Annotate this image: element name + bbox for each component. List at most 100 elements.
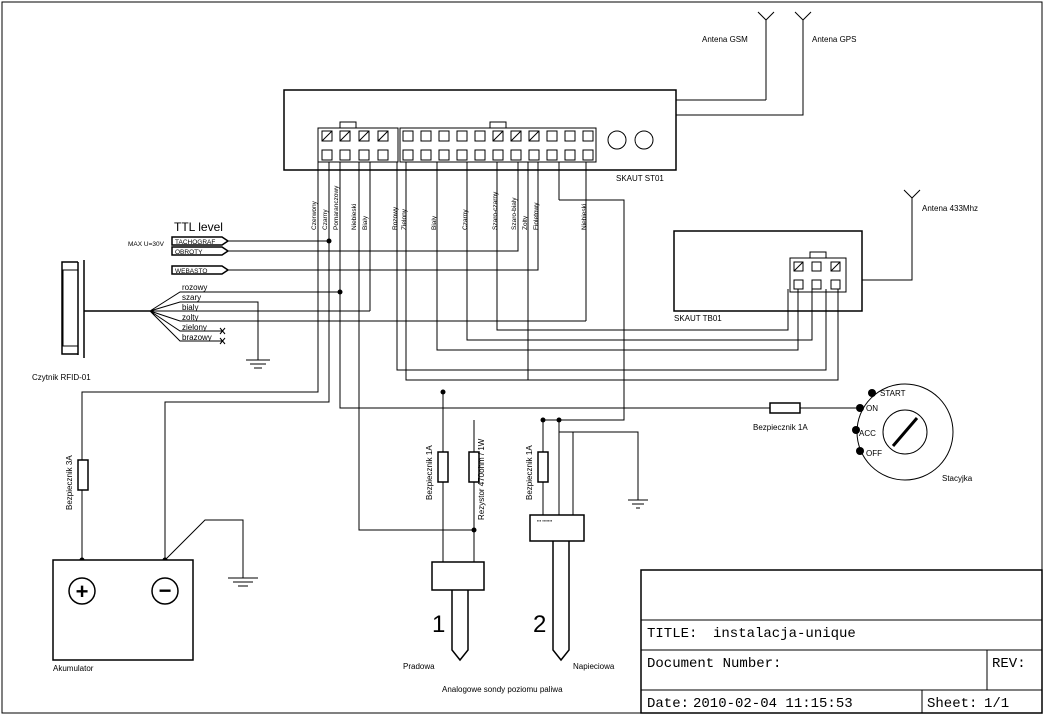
- connector-pin: [420, 130, 432, 142]
- battery-plus-icon: +: [76, 579, 89, 604]
- rfid-wire-label: zolty: [182, 313, 198, 322]
- connector-pin: [358, 130, 370, 142]
- st01-label: SKAUT ST01: [616, 174, 664, 183]
- rfid-wire-label: brazowy: [182, 333, 212, 342]
- connector-pin: [564, 130, 576, 142]
- ground-symbol: [238, 301, 270, 369]
- sheet-label: Sheet:: [927, 696, 977, 712]
- probe2-label: Napieciowa: [573, 662, 615, 671]
- rev-label: REV:: [992, 656, 1026, 672]
- webasto-input: WEBASTO: [175, 268, 207, 275]
- st01-wire-label: Fioletowy: [533, 202, 540, 230]
- connector-pin: [546, 130, 558, 142]
- resistor-label: Rezystor 470ohm / 1W: [477, 438, 486, 520]
- connector-pin: [377, 149, 389, 161]
- gps-antenna: Antena GPS: [676, 11, 856, 116]
- st01-wire-label: Bialy: [431, 215, 438, 230]
- connector-pin: [438, 130, 450, 142]
- connector-pin: [564, 149, 576, 161]
- connector-pin: [528, 149, 540, 161]
- st01-wire-label: Pomaranczowy: [333, 185, 340, 230]
- radio-antenna-label: Antena 433Mhz: [922, 204, 978, 213]
- connector-pin: [510, 130, 522, 142]
- sheet-value: 1/1: [984, 696, 1009, 712]
- ignition-position: OFF: [866, 449, 882, 458]
- probe1-number: 1: [432, 611, 445, 638]
- fuel-probe-1: 1 Pradowa: [403, 561, 485, 671]
- connector-pin: [492, 149, 504, 161]
- connector-pin: [420, 149, 432, 161]
- rfid-wire-label: bialy: [182, 303, 198, 312]
- rfid-reader: rozowy szary bialy zolty zielony brazowy…: [32, 260, 586, 382]
- gsm-antenna-label: Antena GSM: [702, 35, 748, 44]
- st01-wire-label: Niebieski: [581, 204, 588, 230]
- connector-pin: [402, 130, 414, 142]
- st01-wire-label: Czarny: [322, 209, 329, 230]
- connector-pin: [339, 149, 351, 161]
- probe2-connector: ▪▪▪ ▪▪▪▪▪▪▪: [537, 518, 553, 523]
- connector-pin: [456, 130, 468, 142]
- fuse-probe2: Bezpiecznik 1A: [525, 445, 549, 500]
- connector-pin: [438, 149, 450, 161]
- title-label: TITLE:: [647, 626, 697, 642]
- ignition-label: Stacyjka: [942, 474, 973, 483]
- tachograf-input: TACHOGRAF: [175, 239, 215, 246]
- title-value: instalacja-unique: [713, 626, 856, 642]
- connector-pin: [474, 130, 486, 142]
- ground-symbol: [628, 499, 648, 509]
- st01-wire-label: Zielony: [401, 208, 408, 230]
- connector-pin: [546, 149, 558, 161]
- skaut-tb01-module: SKAUT TB01: [673, 230, 863, 323]
- obroty-input: OBROTY: [175, 249, 203, 256]
- gsm-antenna: Antena GSM: [702, 11, 775, 100]
- date-label: Date:: [647, 696, 689, 712]
- date-value: 2010-02-04 11:15:53: [693, 696, 853, 712]
- connector-pin: [402, 149, 414, 161]
- st01-wire-label: Zolty: [522, 215, 529, 230]
- ttl-inputs: TTL level MAX U=30V TACHOGRAF OBROTY WEB…: [128, 220, 230, 275]
- tb01-label: SKAUT TB01: [674, 314, 722, 323]
- st01-wire-label: Szaro-bialy: [511, 197, 518, 230]
- gps-antenna-label: Antena GPS: [812, 35, 856, 44]
- docnum-label: Document Number:: [647, 656, 781, 672]
- title-block: TITLE: instalacja-unique Document Number…: [640, 569, 1043, 714]
- st01-wire-label: Czarny: [462, 209, 469, 230]
- radio-antenna: Antena 433Mhz: [846, 189, 978, 281]
- ignition-position: ON: [866, 404, 878, 413]
- fuel-probe-2: ▪▪▪ ▪▪▪▪▪▪▪ 2 Napieciowa: [529, 514, 615, 671]
- ttl-title: TTL level: [174, 220, 223, 234]
- connector-pin: [321, 130, 333, 142]
- connector-pin: [339, 130, 351, 142]
- st01-wire-labels: Czerwony Czarny Pomaranczowy Niebieski B…: [311, 185, 588, 230]
- fuse-probe1-label: Bezpiecznik 1A: [425, 445, 434, 500]
- connector-pin: [474, 149, 486, 161]
- connector-pin: [528, 130, 540, 142]
- connector-pin: [321, 149, 333, 161]
- ground-symbol: [228, 577, 258, 587]
- rfid-wire-label: rozowy: [182, 283, 207, 292]
- battery-minus-icon: −: [159, 578, 172, 603]
- probe2-number: 2: [533, 611, 546, 638]
- fuse-ignition: Bezpiecznik 1A: [753, 402, 808, 432]
- ttl-max-note: MAX U=30V: [128, 241, 165, 248]
- connector-pin: [582, 149, 594, 161]
- wiring: [81, 162, 856, 578]
- fuse-probe1: Bezpiecznik 1A: [425, 445, 449, 500]
- resistor: Rezystor 470ohm / 1W: [468, 438, 486, 520]
- junction-dots: [79, 238, 562, 563]
- ignition-position: ACC: [859, 429, 876, 438]
- st01-wire-label: Niebieski: [351, 204, 358, 230]
- ignition-position: START: [880, 389, 906, 398]
- st01-wire-label: Szaro-czarny: [492, 191, 499, 230]
- fuse-probe2-label: Bezpiecznik 1A: [525, 445, 534, 500]
- st01-wire-label: Bialy: [362, 215, 369, 230]
- rfid-wire-label: szary: [182, 293, 201, 302]
- probe1-label: Pradowa: [403, 662, 435, 671]
- fuse-main: Bezpiecznik 3A: [65, 455, 89, 560]
- skaut-st01-module: SKAUT ST01: [283, 89, 677, 183]
- fuse-main-label: Bezpiecznik 3A: [65, 455, 74, 510]
- connector-pin: [456, 149, 468, 161]
- battery: + − Akumulator: [52, 559, 194, 673]
